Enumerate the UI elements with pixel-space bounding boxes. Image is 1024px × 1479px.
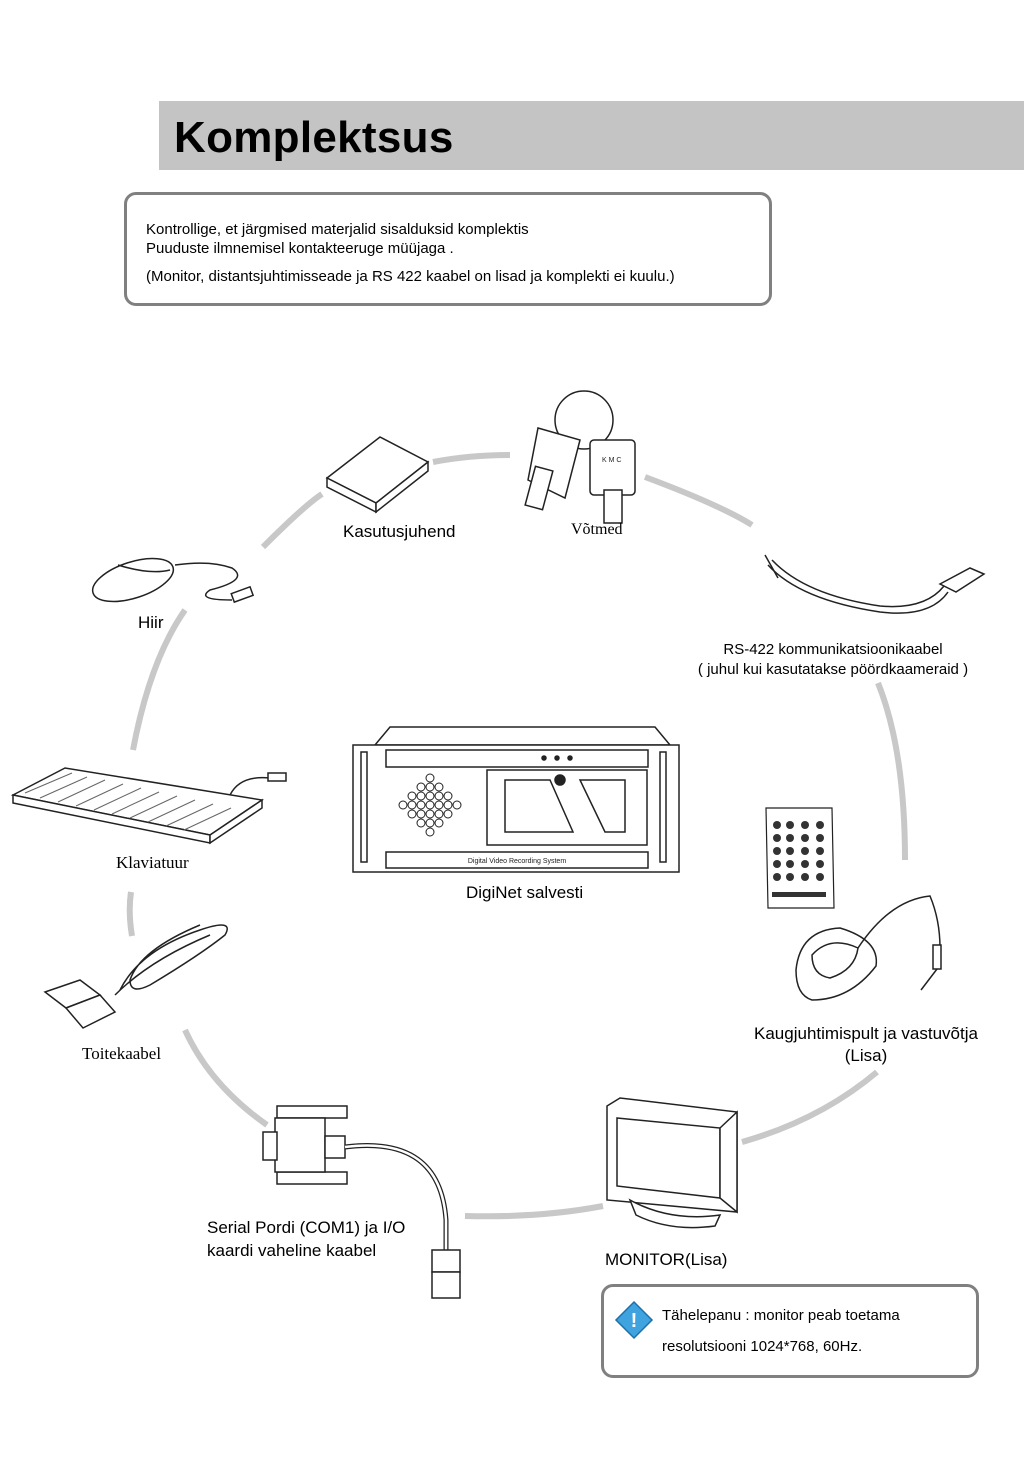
exclamation-icon: ! [614,1300,654,1340]
keyboard-icon [10,767,287,845]
monitor-icon [606,1097,738,1229]
intro-box: Kontrollige, et järgmised materjalid sis… [124,192,772,306]
manual-book-icon [325,436,430,514]
page-title: Komplektsus [174,113,454,162]
label-keys: Võtmed [571,521,623,538]
title-bar: Komplektsus [159,101,1024,170]
rs422-cable-icon [764,554,986,614]
label-serial: Serial Pordi (COM1) ja I/O kaardi vaheli… [207,1216,405,1262]
remote-receiver-icon [795,895,942,1001]
mouse-icon [91,557,255,604]
note-line-1: Tähelepanu : monitor peab toetama [662,1307,900,1324]
dvr-front-label: Digital Video Recording System [468,858,566,865]
svg-text:!: ! [631,1310,638,1332]
label-remote: Kaugjuhtimispult ja vastuvõtja (Lisa) [736,1023,996,1067]
keys-tag-text: K M C [602,457,621,464]
label-rs422-line-1: RS-422 kommunikatsioonikaabel [723,641,943,658]
note-box: ! Tähelepanu : monitor peab toetama reso… [601,1284,979,1378]
ring [126,452,908,1220]
keys-icon: K M C [524,390,636,524]
label-dvr: DigiNet salvesti [466,883,584,902]
intro-line-1: Kontrollige, et järgmised materjalid sis… [146,221,529,238]
label-rs422: RS-422 kommunikatsioonikaabel ( juhul ku… [660,640,1006,680]
serial-cable-icon [262,1105,461,1299]
label-keyboard: Klaviatuur [116,853,189,872]
label-mouse: Hiir [138,613,164,632]
label-monitor: MONITOR(Lisa) [605,1250,728,1269]
dvr-recorder-icon: Digital Video Recording System [352,726,680,873]
note-line-2: resolutsiooni 1024*768, 60Hz. [662,1338,863,1355]
label-manual: Kasutusjuhend [343,522,456,541]
label-remote-line-2: (Lisa) [844,1046,888,1065]
intro-line-3: (Monitor, distantsjuhtimisseade ja RS 42… [146,268,675,285]
label-power: Toitekaabel [82,1044,162,1063]
label-remote-line-1: Kaugjuhtimispult ja vastuvõtja [754,1024,978,1043]
label-serial-line-2: kaardi vaheline kaabel [207,1241,377,1260]
label-serial-line-1: Serial Pordi (COM1) ja I/O [207,1218,406,1237]
label-rs422-line-2: ( juhul kui kasutatakse pöördkaameraid ) [697,661,969,678]
intro-line-2: Puuduste ilmnemisel kontakteeruge müüjag… [146,240,454,257]
power-cable-icon [43,924,228,1029]
remote-control-icon [765,807,835,909]
